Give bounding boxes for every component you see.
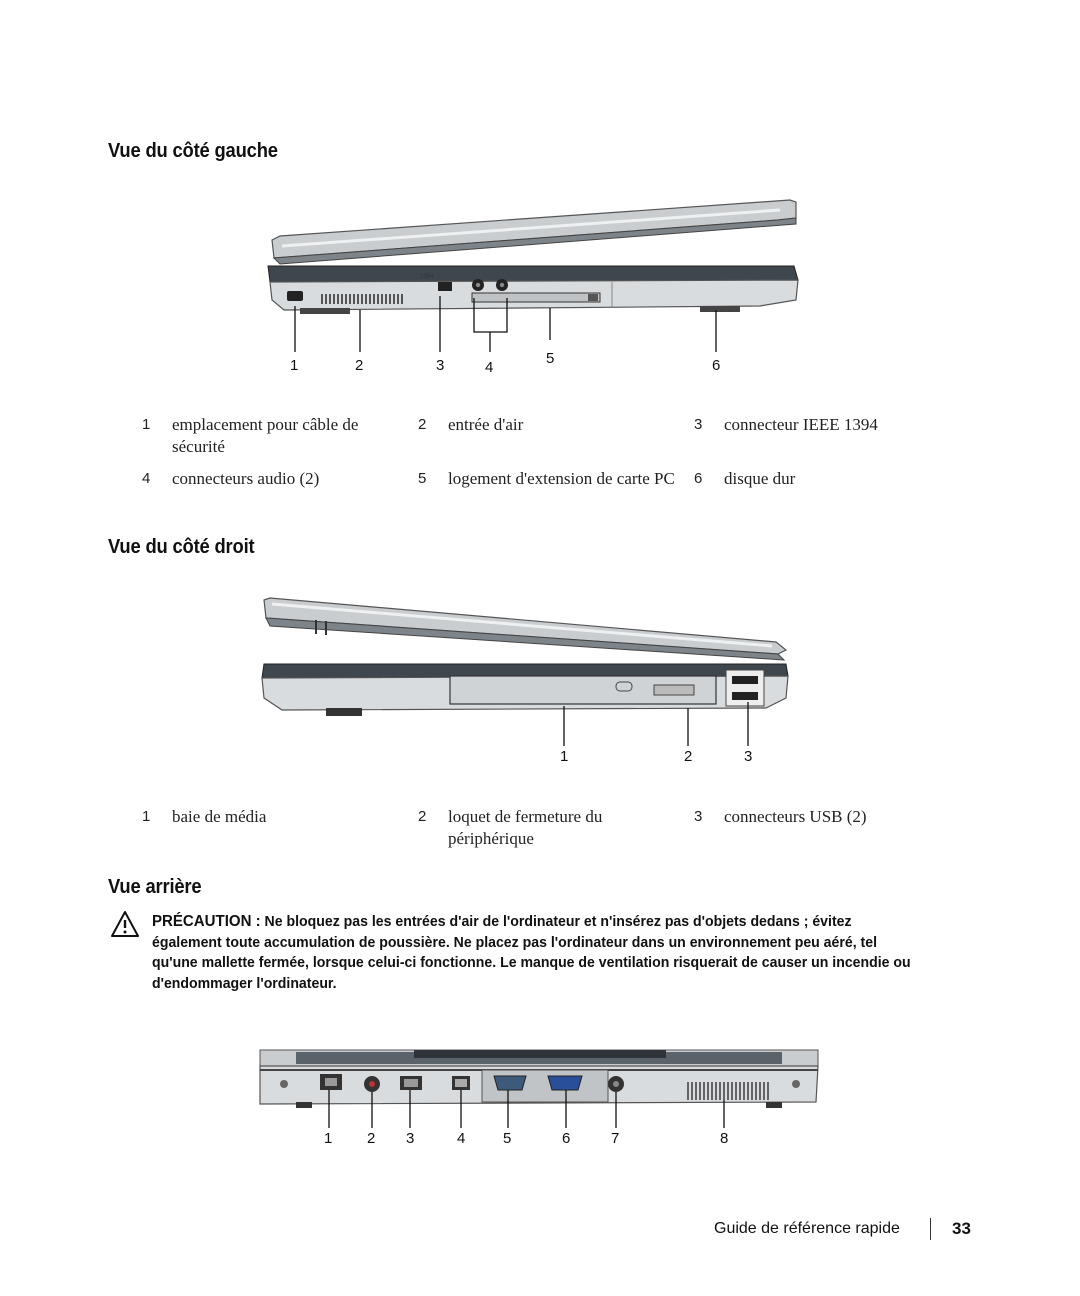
callout-back-5: 5 <box>503 1130 512 1147</box>
legend-text: connecteur IEEE 1394 <box>724 415 878 434</box>
caution-notice: PRÉCAUTION : Ne bloquez pas les entrées … <box>152 912 915 994</box>
callout-left-2: 2 <box>355 357 364 374</box>
caution-text: Ne bloquez pas les entrées d'air de l'or… <box>152 913 911 992</box>
back-laptop-figure <box>259 1049 819 1128</box>
callout-right-3: 3 <box>744 748 753 765</box>
legend-text: loquet de fermeture du périphérique <box>448 807 603 848</box>
ieee-port-label: 1394 <box>420 274 434 280</box>
legend-num: 1 <box>142 416 151 433</box>
legend-num: 3 <box>694 416 703 433</box>
footer-title: Guide de référence rapide <box>714 1220 900 1237</box>
callout-back-4: 4 <box>457 1130 466 1147</box>
caution-warning-icon <box>111 911 139 937</box>
legend-num: 6 <box>694 470 703 487</box>
legend-text: connecteurs USB (2) <box>724 807 867 826</box>
callout-back-8: 8 <box>720 1130 729 1147</box>
callout-back-2: 2 <box>367 1130 376 1147</box>
legend-num: 1 <box>142 808 151 825</box>
callout-back-7: 7 <box>611 1130 620 1147</box>
legend-text: baie de média <box>172 807 267 826</box>
legend-text: logement d'extension de carte PC <box>448 469 675 488</box>
legend-text: connecteurs audio (2) <box>172 469 320 488</box>
callout-right-2: 2 <box>684 748 693 765</box>
footer-divider <box>930 1218 931 1240</box>
caution-label: PRÉCAUTION : <box>152 913 261 930</box>
right-side-laptop-figure <box>261 597 789 746</box>
heading-right-view: Vue du côté droit <box>108 536 255 558</box>
callout-left-1: 1 <box>290 357 299 374</box>
callout-right-1: 1 <box>560 748 569 765</box>
legend-text: entrée d'air <box>448 415 524 434</box>
legend-num: 3 <box>694 808 703 825</box>
page-number: 33 <box>952 1219 971 1238</box>
callout-back-3: 3 <box>406 1130 415 1147</box>
legend-left: 1 emplacement pour câble de sécurité 2 e… <box>136 414 924 500</box>
legend-right: 1 baie de média 2 loquet de fermeture du… <box>136 806 924 860</box>
callout-left-3: 3 <box>436 357 445 374</box>
heading-back-view: Vue arrière <box>108 876 202 898</box>
legend-text: disque dur <box>724 469 796 488</box>
legend-num: 5 <box>418 470 427 487</box>
callout-back-1: 1 <box>324 1130 333 1147</box>
legend-text: emplacement pour câble de sécurité <box>172 415 359 456</box>
legend-num: 2 <box>418 808 427 825</box>
left-side-laptop-figure: 1394 <box>267 199 799 352</box>
legend-num: 4 <box>142 470 151 487</box>
callout-left-4: 4 <box>485 359 494 376</box>
heading-left-view: Vue du côté gauche <box>108 140 278 162</box>
callout-back-6: 6 <box>562 1130 571 1147</box>
legend-num: 2 <box>418 416 427 433</box>
callout-left-6: 6 <box>712 357 721 374</box>
callout-left-5: 5 <box>546 350 555 367</box>
